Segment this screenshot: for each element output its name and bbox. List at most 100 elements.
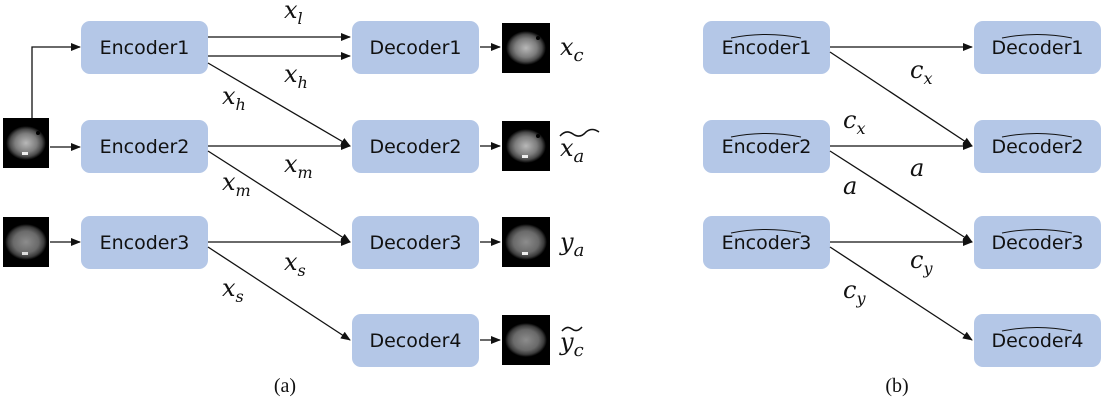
encoder3-hat-icon (730, 229, 802, 234)
edge-label-xs-right-sub: s (298, 261, 306, 280)
decoder3-label: Decoder3 (369, 232, 461, 254)
output-label-yc-base: y (559, 328, 574, 356)
encoder1-node: Encoder1 (81, 21, 208, 74)
edge-encoder3-decoder4-xs (207, 246, 351, 341)
encoder2-label: Encoder2 (100, 136, 190, 158)
edge-label-xm-right-base: x (284, 150, 298, 178)
edge-b-encoder3-decoder4 (829, 246, 973, 341)
edge-label-cx-left-base: c (843, 106, 856, 134)
output-ct-image-4 (502, 315, 550, 365)
edge-label-xh-top: xh (284, 60, 308, 92)
edge-label-xh-left-sub: h (236, 95, 246, 114)
decoder1-node: Decoder1 (352, 21, 479, 74)
decoder3-hat-icon (1001, 229, 1073, 234)
encoder2-hat-label: Encoder2 (722, 136, 812, 158)
output-label-xc-base: x (560, 33, 574, 61)
edge-label-xs-right: xs (284, 248, 306, 280)
edge-b-encoder1-decoder2 (829, 51, 973, 147)
panel-a: Encoder1 Encoder2 Encoder3 Decoder1 Deco… (3, 0, 600, 397)
output-label-xa-group: xa (559, 128, 600, 167)
edge-label-cx-top-sub: x (923, 69, 932, 88)
decoder4-hat-node: Decoder4 (974, 314, 1101, 367)
edge-label-xs-left: xs (222, 274, 244, 306)
edge-label-cx-left-sub: x (856, 119, 865, 138)
output-label-xa-tilde (559, 128, 600, 137)
decoder2-hat-node: Decoder2 (974, 120, 1101, 173)
decoder4-node: Decoder4 (352, 314, 479, 367)
edge-label-xs-left-sub: s (236, 287, 244, 306)
edge-label-a-left: a (843, 172, 857, 200)
encoder2-hat-icon (730, 133, 802, 138)
encoder1-label: Encoder1 (100, 37, 190, 59)
encoder3-hat-label: Encoder3 (722, 232, 812, 254)
edge-label-xm-left: xm (222, 168, 251, 200)
edge-label-cx-top-base: c (910, 56, 923, 84)
edge-label-cx-top: cx (910, 56, 932, 88)
decoder4-hat-label: Decoder4 (991, 330, 1083, 352)
encoder3-label: Encoder3 (100, 232, 190, 254)
output-label-xc-sub: c (574, 45, 584, 66)
edge-label-cy-right-sub: y (922, 259, 933, 278)
decoder2-label: Decoder2 (369, 136, 461, 158)
decoder4-label: Decoder4 (369, 330, 461, 352)
decoder2-hat-label: Decoder2 (991, 136, 1083, 158)
decoder4-hat-icon (1001, 327, 1073, 332)
edge-label-xm-right-sub: m (298, 163, 313, 182)
edge-label-xs-left-base: x (222, 274, 236, 302)
decoder3-hat-node: Decoder3 (974, 216, 1101, 269)
output-ct-image-2 (502, 121, 550, 171)
edge-label-cy-left-base: c (843, 276, 856, 304)
encoder1-hat-label: Encoder1 (722, 37, 812, 59)
output-label-yc-tilde (561, 326, 583, 332)
decoder2-node: Decoder2 (352, 120, 479, 173)
panel-b: Encoder1 Encoder2 Encoder3 Decoder1 Deco… (703, 21, 1101, 397)
edge-label-xl: xl (284, 0, 303, 28)
input-1-to-encoder1-arrow (31, 43, 81, 118)
panel-a-caption: (a) (274, 375, 296, 397)
edge-b-encoder2-decoder3 (829, 150, 973, 243)
output-label-yc: yc (559, 328, 584, 361)
output-ct-image-3 (502, 217, 550, 267)
edge-encoder2-decoder3-xm (207, 150, 351, 243)
edge-label-xm-right: xm (284, 150, 313, 182)
edge-label-xh-top-sub: h (298, 73, 308, 92)
edge-label-xh-top-base: x (284, 60, 298, 88)
output-ct-image-1 (502, 23, 550, 73)
edge-label-cy-left: cy (843, 276, 866, 308)
encoder1-hat-icon (730, 34, 802, 39)
output-label-yc-group: yc (559, 326, 584, 361)
output-label-yc-sub: c (574, 340, 584, 361)
panel-b-caption: (b) (885, 375, 908, 397)
output-label-ya-base: y (559, 228, 574, 256)
decoder1-label: Decoder1 (369, 37, 461, 59)
decoder1-hat-icon (1001, 34, 1073, 39)
encoder2-node: Encoder2 (81, 120, 208, 173)
encoder3-hat-node: Encoder3 (703, 216, 830, 269)
edge-label-xh-left-base: x (222, 82, 236, 110)
edge-label-xs-right-base: x (284, 248, 298, 276)
edge-label-xm-left-base: x (222, 168, 236, 196)
encoder2-hat-node: Encoder2 (703, 120, 830, 173)
encoder1-hat-node: Encoder1 (703, 21, 830, 74)
output-label-xa: xa (560, 134, 584, 167)
decoder3-node: Decoder3 (352, 216, 479, 269)
decoder3-hat-label: Decoder3 (991, 232, 1083, 254)
decoder2-hat-icon (1001, 133, 1073, 138)
output-label-ya: ya (559, 228, 584, 261)
output-label-xc: xc (560, 33, 584, 66)
edge-label-cy-right-base: c (910, 246, 923, 274)
output-label-ya-sub: a (574, 240, 585, 261)
input-ct-image-1 (3, 118, 49, 168)
edge-encoder1-decoder2-xh (207, 62, 351, 147)
edge-label-cx-left: cx (843, 106, 865, 138)
decoder1-hat-node: Decoder1 (974, 21, 1101, 74)
edge-label-xh-left: xh (222, 82, 246, 114)
edge-label-xl-sub: l (298, 9, 303, 28)
edge-label-xm-left-sub: m (236, 181, 251, 200)
output-label-xa-base: x (560, 134, 574, 162)
encoder3-node: Encoder3 (81, 216, 208, 269)
decoder1-hat-label: Decoder1 (991, 37, 1083, 59)
edge-label-xl-base: x (284, 0, 298, 24)
edge-label-a-right: a (910, 154, 924, 182)
